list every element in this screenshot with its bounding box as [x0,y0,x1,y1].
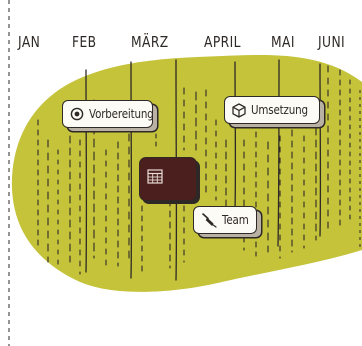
phase-card-team[interactable]: Team [193,206,257,234]
guide-mai-juni [277,59,280,247]
month-jan: JAN [18,33,41,51]
month-feb: FEB [72,33,97,51]
cube-icon [232,102,246,118]
phase-card-vorbereitung[interactable]: Vorbereitung [62,100,154,128]
pen-icon [201,212,217,228]
phase-label-vorbereitung: Vorbereitung [89,107,154,121]
month-april: APRIL [204,33,241,51]
phase-card-umsetzung[interactable]: Umsetzung [224,96,320,124]
month-juni: JUNI [318,33,346,51]
phase-label-team: Team [222,213,249,227]
calendar-icon [147,168,163,188]
month-maerz: MÄRZ [131,33,169,51]
phase-label-umsetzung: Umsetzung [251,103,308,117]
month-mai: MAI [271,33,295,51]
target-icon [70,107,84,121]
calendar-card[interactable] [139,157,197,201]
